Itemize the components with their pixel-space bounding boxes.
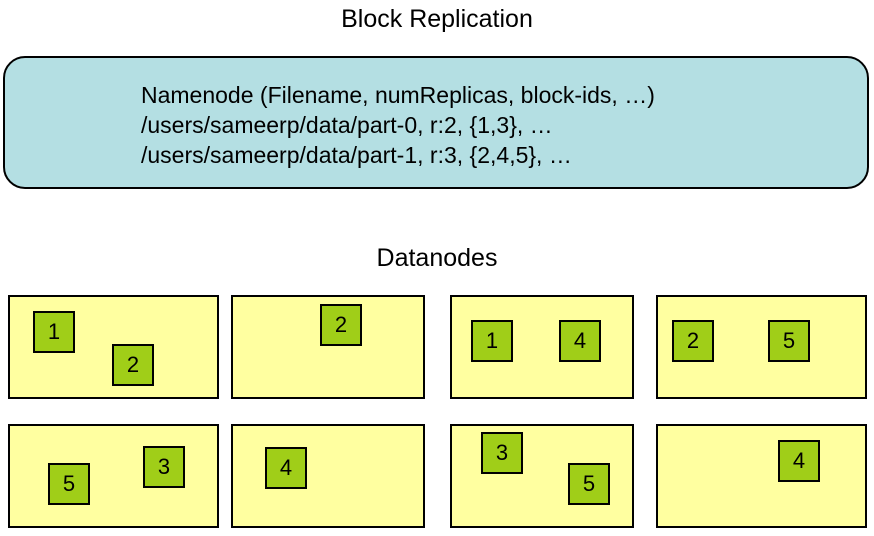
block-label: 5 [782, 328, 796, 353]
block-label: 4 [279, 455, 293, 480]
block-1: 1 [471, 320, 513, 362]
block-2: 2 [320, 304, 362, 346]
datanode-5 [8, 424, 219, 528]
block-1: 1 [33, 311, 75, 353]
block-5: 5 [48, 463, 90, 505]
block-5: 5 [568, 463, 610, 505]
block-label: 5 [62, 471, 76, 496]
block-label: 3 [495, 440, 509, 465]
block-3: 3 [481, 432, 523, 474]
namenode-line-2: /users/sameerp/data/part-0, r:2, {1,3}, … [141, 112, 553, 138]
block-label: 1 [47, 319, 61, 344]
block-2: 2 [112, 344, 154, 386]
block-5: 5 [768, 320, 810, 362]
namenode-text: Namenode (Filename, numReplicas, block-i… [141, 80, 655, 170]
block-label: 2 [686, 328, 700, 353]
block-label: 3 [157, 454, 171, 479]
block-label: 4 [573, 328, 587, 353]
namenode-line-1: Namenode (Filename, numReplicas, block-i… [141, 82, 655, 108]
block-4: 4 [265, 447, 307, 489]
block-label: 2 [334, 312, 348, 337]
namenode-box: Namenode (Filename, numReplicas, block-i… [3, 56, 869, 189]
datanode-6 [231, 424, 425, 528]
block-4: 4 [778, 440, 820, 482]
block-4: 4 [559, 320, 601, 362]
block-2: 2 [672, 320, 714, 362]
block-label: 5 [582, 471, 596, 496]
datanode-8 [656, 424, 867, 528]
namenode-line-3: /users/sameerp/data/part-1, r:3, {2,4,5}… [141, 142, 572, 168]
page-title: Block Replication [341, 5, 533, 33]
datanodes-label: Datanodes [376, 244, 498, 272]
block-label: 4 [792, 448, 806, 473]
block-3: 3 [143, 446, 185, 488]
datanode-7 [450, 424, 634, 528]
block-label: 2 [126, 352, 140, 377]
block-label: 1 [485, 328, 499, 353]
